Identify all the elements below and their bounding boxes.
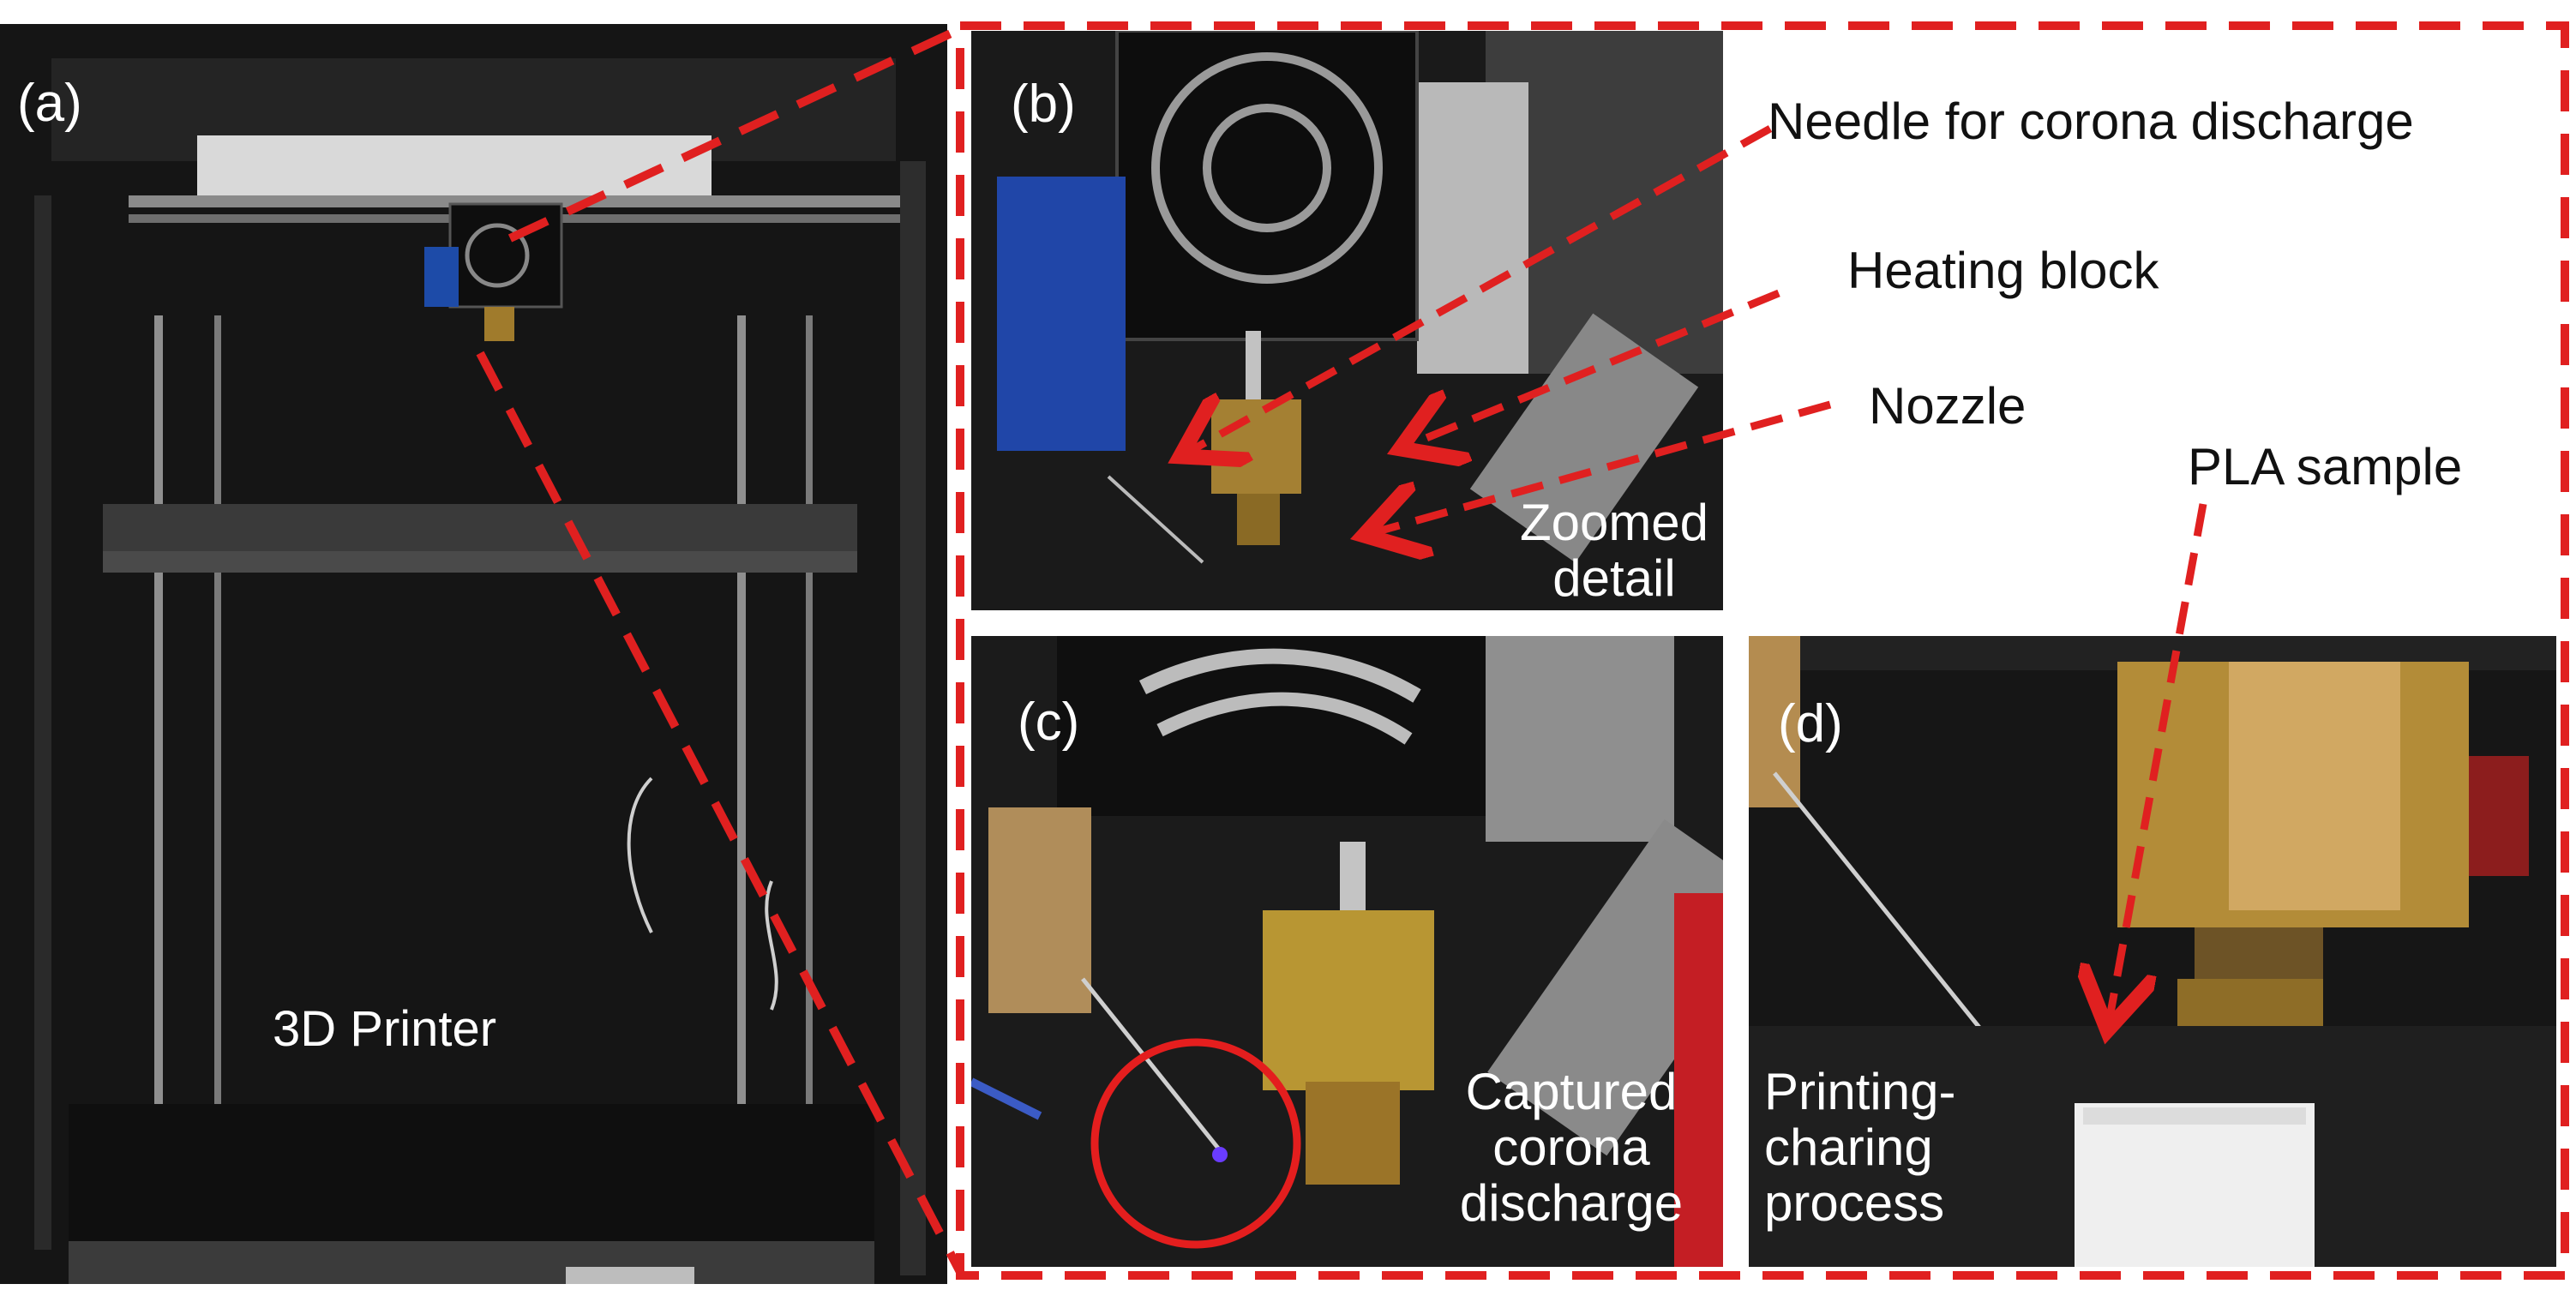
panel-c-caption: Captured corona discharge bbox=[1426, 1063, 1717, 1232]
needle-arrow bbox=[1187, 125, 1773, 453]
photo-printing-process: (d) Printing- charing process bbox=[1749, 636, 2556, 1267]
panel-c-label: (c) bbox=[1018, 693, 1080, 752]
heating-block-annotation: Heating block bbox=[1847, 242, 2159, 299]
panel-d-caption-line2: charing bbox=[1764, 1118, 1933, 1176]
panel-a-caption: 3D Printer bbox=[273, 1001, 497, 1057]
pla-sample-annotation: PLA sample bbox=[2188, 438, 2463, 495]
panel-d-caption: Printing- charing process bbox=[1764, 1063, 2039, 1232]
corona-highlight-circle bbox=[1090, 1038, 1301, 1249]
needle-annotation: Needle for corona discharge bbox=[1768, 93, 2414, 150]
panel-c-caption-line3: discharge bbox=[1459, 1173, 1684, 1232]
panel-d-caption-line1: Printing- bbox=[1764, 1063, 1956, 1120]
printing-illustration bbox=[1749, 636, 2556, 1267]
zoom-dashed-frame bbox=[956, 21, 2569, 1280]
panel-a-label: (a) bbox=[17, 74, 82, 133]
photo-corona-discharge: (c) Captured corona discharge bbox=[971, 636, 1723, 1267]
extruder-illustration bbox=[971, 31, 1723, 610]
zoom-connector-bottom bbox=[476, 351, 964, 1275]
panel-c-caption-line1: Captured bbox=[1465, 1063, 1678, 1120]
photo-3d-printer: (a) 3D Printer bbox=[0, 24, 947, 1284]
panel-b-label: (b) bbox=[1011, 75, 1076, 134]
panel-c-caption-line2: corona bbox=[1492, 1118, 1650, 1176]
panel-b-caption: Zoomed detail bbox=[1503, 495, 1723, 607]
zoom-connector-top bbox=[507, 25, 963, 243]
pla-sample-arrow bbox=[2109, 503, 2207, 1023]
nozzle-annotation: Nozzle bbox=[1869, 377, 2027, 435]
panel-d-label: (d) bbox=[1778, 694, 1843, 753]
panel-d-caption-line3: process bbox=[1764, 1173, 1945, 1232]
panel-b-caption-line2: detail bbox=[1552, 549, 1676, 607]
photo-zoomed-detail: (b) Zoomed detail bbox=[971, 31, 1723, 610]
nozzle-arrow bbox=[1372, 400, 1832, 533]
printer-illustration bbox=[0, 24, 947, 1284]
heating-block-arrow bbox=[1408, 289, 1780, 446]
panel-b-caption-line1: Zoomed bbox=[1519, 494, 1709, 551]
